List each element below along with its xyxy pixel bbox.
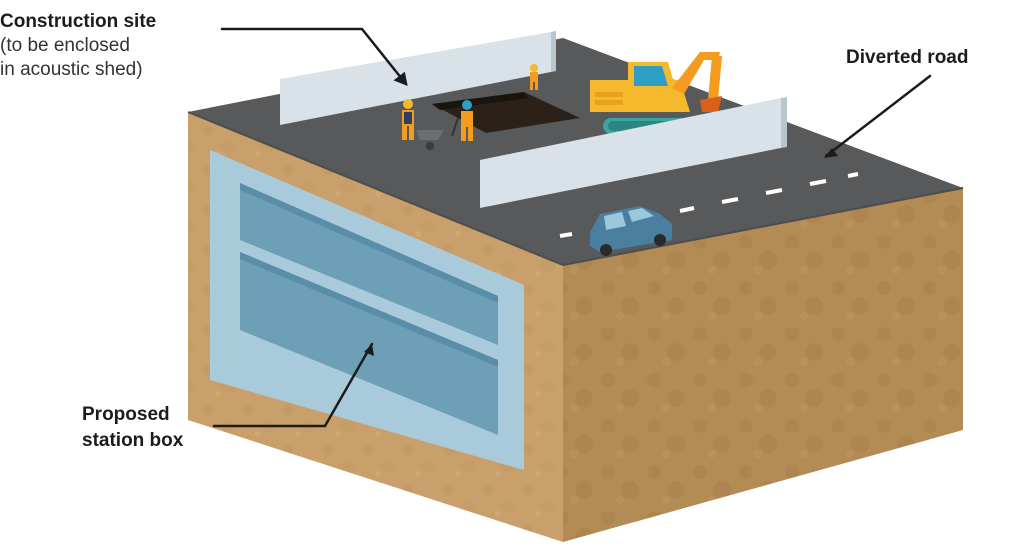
construction-site-subtitle-line2: in acoustic shed) xyxy=(0,59,143,80)
station-box-leader xyxy=(212,342,374,428)
construction-site-title: Construction site xyxy=(0,11,157,32)
station-box-label: Proposed station box xyxy=(82,402,183,454)
diverted-road-leader xyxy=(824,74,932,158)
construction-site-label: Construction site (to be enclosed in aco… xyxy=(0,10,156,82)
acoustic-barrier-front xyxy=(480,98,781,208)
station-box-label-line1: Proposed xyxy=(82,404,170,425)
car-icon xyxy=(590,206,672,256)
station-box xyxy=(210,150,524,470)
diverted-road-label: Diverted road xyxy=(846,47,969,68)
construction-site-leader xyxy=(220,27,408,86)
worker-icon xyxy=(530,64,538,90)
wheelbarrow-icon xyxy=(416,130,444,150)
soil-right-face xyxy=(563,188,963,542)
acoustic-barrier-back xyxy=(280,32,551,125)
construction-site-subtitle-line1: (to be enclosed xyxy=(0,35,130,56)
leader-lines xyxy=(212,27,932,428)
worker-icon xyxy=(451,100,473,141)
station-box-label-line2: station box xyxy=(82,430,184,451)
worker-icon xyxy=(402,99,414,140)
